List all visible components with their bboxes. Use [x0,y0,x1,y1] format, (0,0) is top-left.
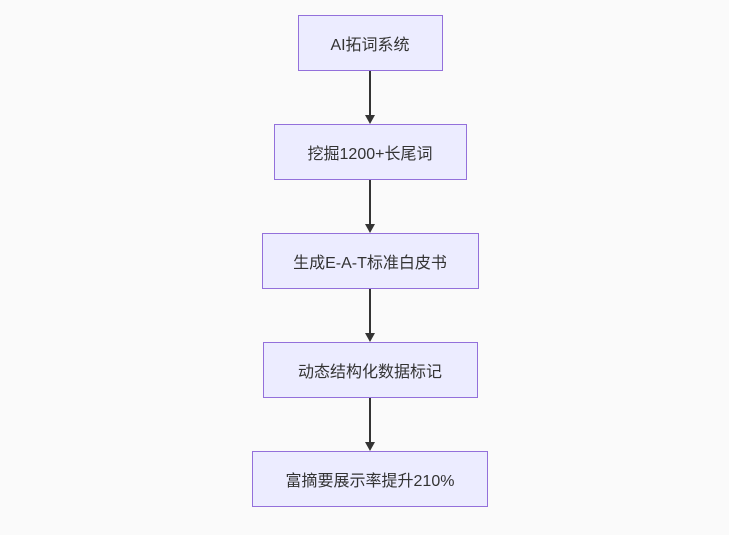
flow-arrow-3 [365,289,375,342]
flow-arrow-2 [365,180,375,233]
flow-node-longtail-keywords: 挖掘1200+长尾词 [273,124,467,180]
arrow-line [369,398,371,442]
flow-node-ai-keyword-system: AI拓词系统 [297,15,443,71]
flow-node-structured-data-markup: 动态结构化数据标记 [262,342,478,398]
flow-arrow-1 [365,71,375,124]
arrow-line [369,289,371,333]
arrow-head-icon [365,224,375,233]
arrow-head-icon [365,442,375,451]
arrow-head-icon [365,115,375,124]
flow-node-rich-snippet-result: 富摘要展示率提升210% [252,451,488,507]
flowchart-column: AI拓词系统 挖掘1200+长尾词 生成E-A-T标准白皮书 动态结构化数据标记… [252,15,488,507]
arrow-head-icon [365,333,375,342]
flow-node-eat-whitepaper: 生成E-A-T标准白皮书 [261,233,479,289]
flow-arrow-4 [365,398,375,451]
arrow-line [369,71,371,115]
arrow-line [369,180,371,224]
